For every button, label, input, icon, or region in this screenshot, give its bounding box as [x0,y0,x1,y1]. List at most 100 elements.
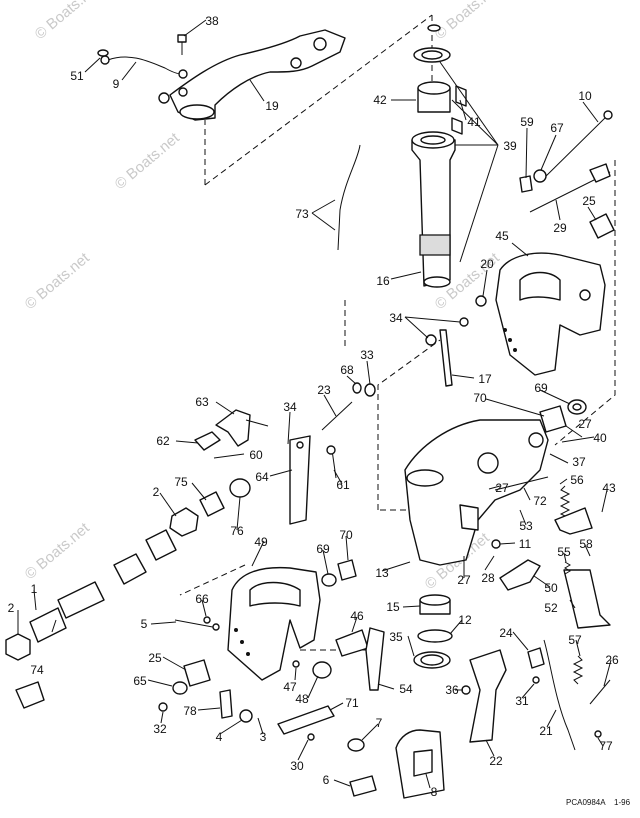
part-39-seal [413,24,451,63]
part-label: 20 [480,257,494,271]
part-7-clip [347,738,365,752]
part-69-washer [567,399,587,415]
part-21-rod [543,639,576,751]
part-67-nut [533,169,547,183]
part-label: 52 [544,601,558,615]
part-32-nut [158,702,168,712]
part-label: 27 [495,481,509,495]
part-label: 21 [539,724,553,738]
part-label: 67 [550,121,564,135]
part-label: 37 [572,455,586,469]
part-label: 58 [579,537,593,551]
part-22-lever [469,649,507,743]
part-44-bracket [554,507,593,535]
part-label: 30 [290,759,304,773]
part-49-stern-bracket [227,566,321,681]
part-label: 43 [602,481,616,495]
footer-date: 1-96 [614,798,631,807]
part-label: 54 [399,682,413,696]
part-55-spring [564,561,571,575]
part-label: 73 [295,207,309,221]
part-78-plate [219,689,233,719]
part-label: 65 [133,674,147,688]
part-bushing-left-upper [113,529,177,585]
part-13-swivel-bracket [404,419,549,566]
part-label: 49 [254,535,268,549]
part-label: 10 [578,89,592,103]
part-label: 47 [283,680,297,694]
diagram-footer: PCA0984A 1-96 [566,798,631,807]
part-66-nut [203,616,211,624]
part-label: 39 [503,139,517,153]
part-label: 17 [478,372,492,386]
part-65-washer [172,681,188,695]
part-label: 64 [255,470,269,484]
part-52-tilt-lever [563,569,611,629]
part-label: 8 [431,785,438,799]
part-label: 69 [534,381,548,395]
part-8-plate [395,729,445,799]
part-label: 72 [533,494,547,508]
part-label: 63 [195,395,209,409]
part-72-pin [494,476,549,491]
part-label: 29 [553,221,567,235]
part-label: 5 [141,617,148,631]
part-2-nut-lower [5,633,31,661]
part-label: 25 [148,651,162,665]
part-50-lever [499,559,541,591]
part-label: 66 [195,592,209,606]
part-label: 71 [345,696,359,710]
part-31-screw [532,676,540,684]
part-74-cap [15,681,45,709]
part-30-screw [307,733,315,741]
part-label: 78 [183,704,197,718]
part-9-ground-strap [100,55,188,79]
part-label: 61 [336,478,350,492]
watermark: © Boats.net [112,129,184,193]
part-2-nut-upper [169,507,199,537]
part-5-bolt [174,619,220,631]
part-label: 31 [515,694,529,708]
part-label: 19 [265,99,279,113]
part-label: 11 [519,537,532,551]
part-label: 34 [389,311,403,325]
part-73-tie-rod [337,144,361,251]
part-label: 22 [489,754,503,768]
part-label: 28 [481,571,495,585]
part-17-link [425,317,469,387]
part-12-seal [417,629,453,643]
part-label: 6 [323,773,330,787]
part-label: 51 [70,69,84,83]
part-15-bushing [419,594,451,615]
part-label: 27 [578,417,592,431]
part-label: 53 [519,519,533,533]
part-48-washer [312,661,332,679]
part-45-stern-bracket [495,252,606,376]
watermark: © Boats.net [432,0,504,43]
part-6-grip [349,775,377,797]
part-labels: 38 51 9 19 42 41 39 59 67 10 73 25 29 16… [8,14,619,799]
part-label: 13 [375,566,389,580]
part-label: 62 [156,434,170,448]
watermark: © Boats.net [22,249,94,313]
part-47-nut [292,660,300,668]
part-label: 55 [557,545,571,559]
part-16-swivel-tube [411,131,456,288]
part-label: 7 [376,716,383,730]
part-label: 2 [8,601,15,615]
part-61-bolt [326,445,337,479]
part-69-washer-left [321,573,337,587]
part-68-washers [352,382,376,397]
part-77-clip [594,730,602,738]
part-label: 15 [386,600,400,614]
part-35-seal [413,651,451,669]
part-label: 76 [230,524,244,538]
part-label: 35 [389,630,403,644]
part-label: 74 [30,663,44,677]
part-label: 70 [339,528,353,542]
part-label: 70 [473,391,487,405]
part-11-nut [491,539,501,549]
watermark: © Boats.net [22,519,94,583]
part-label: 69 [316,542,330,556]
